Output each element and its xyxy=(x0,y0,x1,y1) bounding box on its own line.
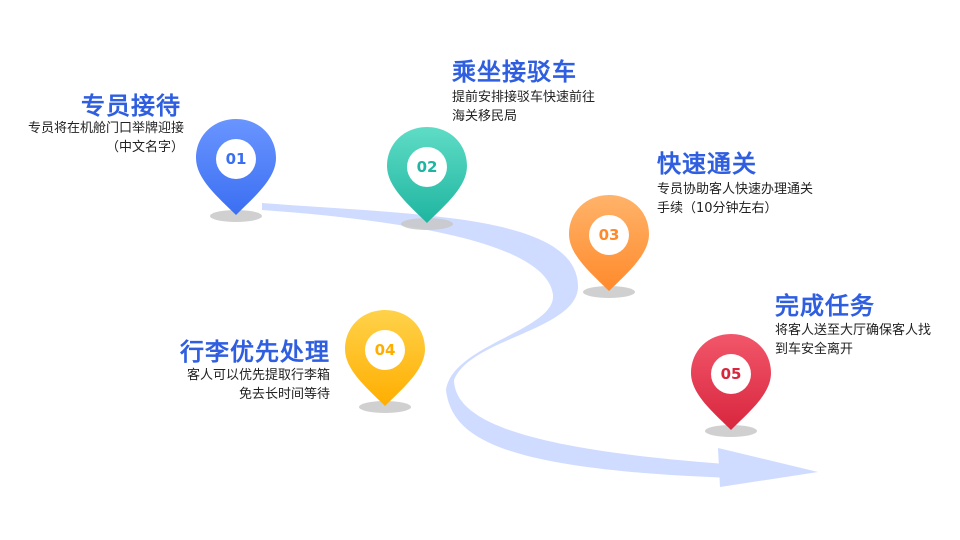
step-3-number: 03 xyxy=(598,226,620,244)
route-arrowhead xyxy=(718,448,818,487)
step-3-title: 快速通关 xyxy=(657,150,757,178)
step-4-desc-line-2: 免去长时间等待 xyxy=(238,387,330,402)
step-1-desc-line-2: （中文名字） xyxy=(105,140,184,155)
pin-shadow xyxy=(359,401,411,413)
step-3-desc-line-2: 手续（10分钟左右） xyxy=(657,201,778,216)
pin-badge xyxy=(216,139,256,179)
step-2-desc-line-2: 海关移民局 xyxy=(452,109,518,124)
step-2-description: 提前安排接驳车快速前往 海关移民局 xyxy=(452,88,595,126)
pin-shadow xyxy=(705,425,757,437)
step-1-pin: 01 xyxy=(190,115,282,225)
pin-shadow xyxy=(210,210,262,222)
step-5-number: 05 xyxy=(720,365,742,383)
step-4-number: 04 xyxy=(374,341,396,359)
pin-badge xyxy=(711,354,751,394)
step-3-description: 专员协助客人快速办理通关 手续（10分钟左右） xyxy=(657,180,813,218)
step-2-title: 乘坐接驳车 xyxy=(452,58,577,86)
pin-badge xyxy=(407,147,447,187)
step-1-description: 专员将在机舱门口举牌迎接 （中文名字） xyxy=(28,119,184,157)
map-pin-icon xyxy=(691,334,771,437)
pin-shadow xyxy=(401,218,453,230)
step-5-title: 完成任务 xyxy=(775,292,875,320)
step-4-description: 客人可以优先提取行李箱 免去长时间等待 xyxy=(187,366,330,404)
step-2-pin: 02 xyxy=(381,123,473,233)
route-band xyxy=(262,203,740,478)
step-5-desc-line-2: 到车安全离开 xyxy=(775,342,854,357)
map-pin-icon xyxy=(387,127,467,230)
step-5-desc-line-1: 将客人送至大厅确保客人找 xyxy=(775,323,932,338)
step-1-title: 专员接待 xyxy=(81,92,181,120)
step-3-desc-line-1: 专员协助客人快速办理通关 xyxy=(657,182,814,197)
step-4-desc-line-1: 客人可以优先提取行李箱 xyxy=(186,368,330,383)
step-1-number: 01 xyxy=(225,150,247,168)
map-pin-icon xyxy=(345,310,425,413)
step-5-pin: 05 xyxy=(685,330,777,440)
step-2-number: 02 xyxy=(416,158,438,176)
step-3-pin: 03 xyxy=(563,191,655,301)
map-pin-icon xyxy=(196,119,276,222)
pin-shadow xyxy=(583,286,635,298)
step-2-desc-line-1: 提前安排接驳车快速前往 xyxy=(452,90,596,105)
pin-badge xyxy=(365,330,405,370)
map-pin-icon xyxy=(569,195,649,298)
step-4-title: 行李优先处理 xyxy=(180,338,330,366)
step-5-description: 将客人送至大厅确保客人找 到车安全离开 xyxy=(775,321,931,359)
step-1-desc-line-1: 专员将在机舱门口举牌迎接 xyxy=(27,121,184,136)
pin-badge xyxy=(589,215,629,255)
step-4-pin: 04 xyxy=(339,306,431,416)
